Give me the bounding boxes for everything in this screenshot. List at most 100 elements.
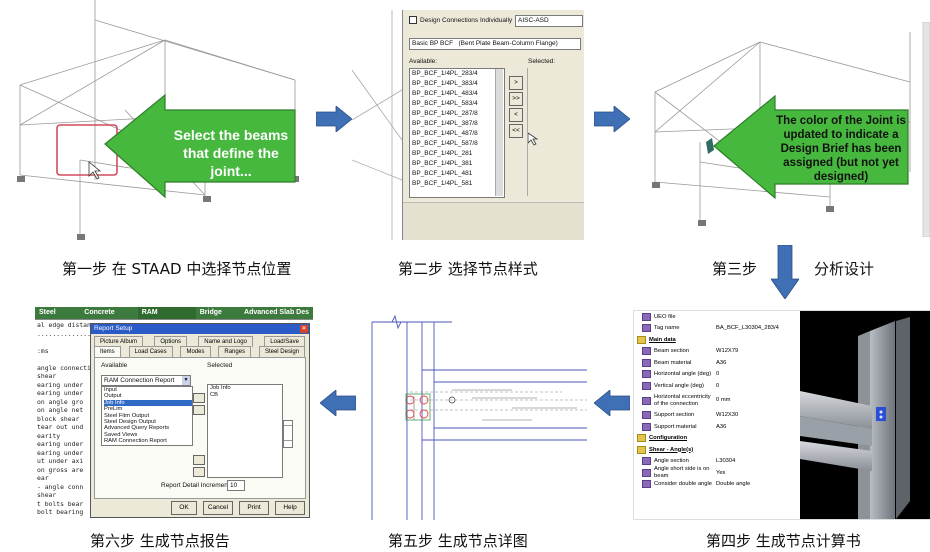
available-scrollbar[interactable] [495, 69, 503, 196]
arrow-right-1-icon [316, 106, 352, 132]
list-item[interactable]: BP_BCF_1/4PL_287/8 [412, 110, 478, 117]
table-row[interactable]: UEO file [634, 311, 799, 323]
list-item[interactable]: BP_BCF_1/4PL_381 [412, 160, 473, 167]
tab-modes[interactable]: Modes [180, 346, 211, 357]
property-value: 0 [716, 382, 720, 389]
family-description: (Bent Plate Beam-Column Flange) [458, 40, 558, 47]
tab-steel-design[interactable]: Steel Design [258, 346, 305, 357]
arrow-left-1-icon [594, 390, 630, 416]
property-icon [642, 411, 651, 420]
cancel-button[interactable]: Cancel [203, 501, 233, 515]
list-item[interactable]: BP_BCF_1/4PL_481 [412, 170, 473, 177]
list-item[interactable]: Saved Views [104, 431, 138, 438]
selected-list[interactable] [527, 68, 580, 196]
tab-options[interactable]: Options [154, 336, 187, 347]
property-name: Support material [654, 423, 697, 430]
remove-button[interactable]: < [509, 108, 523, 122]
list-item[interactable]: BP_BCF_1/4PL_281 [412, 150, 473, 157]
property-icon [642, 457, 651, 466]
connection-3d-view [800, 311, 930, 519]
ribbon-tab[interactable]: Bridge Deck [195, 307, 241, 328]
report-line: on angle gro [37, 397, 84, 406]
list-item[interactable]: BP_BCF_1/4PL_583/4 [412, 100, 478, 107]
list-item[interactable]: Steel Design Output [104, 419, 156, 426]
reorder-scroll[interactable] [283, 420, 293, 448]
cursor-icon [88, 161, 102, 180]
tab-name-logo[interactable]: Name and Logo [198, 336, 253, 347]
ribbon-tab[interactable]: Concrete Design [80, 307, 138, 328]
move-all-button[interactable] [193, 455, 205, 465]
table-row[interactable]: Main data [634, 334, 799, 346]
print-button[interactable]: Print [239, 501, 269, 515]
arrow-left-2-icon [320, 390, 356, 416]
design-individually-label: Design Connections Individually [420, 16, 513, 24]
list-item[interactable]: BP_BCF_1/4PL_581 [412, 180, 473, 187]
ok-button[interactable]: OK [171, 501, 197, 515]
report-line: earing under [37, 389, 84, 397]
report-line: t bolts bear [37, 499, 84, 508]
list-item[interactable]: Steel Fitm Output [104, 412, 150, 419]
table-row[interactable]: Horizontal eccentricity of the connectio… [634, 392, 799, 410]
list-item[interactable]: CB [210, 392, 219, 398]
list-item[interactable]: BP_BCF_1/4PL_487/8 [412, 130, 478, 137]
remove-all-button[interactable] [193, 467, 205, 477]
help-button[interactable]: Help [275, 501, 305, 515]
ribbon-tab[interactable]: Steel Design [35, 307, 81, 328]
step5-detail-drawing [371, 314, 587, 520]
updated-joint-marker [706, 138, 714, 154]
tab-picture-album[interactable]: Picture Album [94, 336, 144, 347]
report-type-combo[interactable]: RAM Connection Report ▼ [101, 375, 191, 386]
list-item[interactable]: Advanced Query Reports [104, 425, 170, 432]
increments-input[interactable]: 10 [227, 480, 245, 491]
ribbon-tab[interactable]: Advanced Slab Des [240, 307, 313, 319]
remove-all-button[interactable]: << [509, 124, 523, 138]
list-item[interactable]: PreLim [104, 406, 123, 413]
list-item[interactable]: BP_BCF_1/4PL_387/8 [412, 120, 478, 127]
property-name: Shear - Angle(s) [649, 446, 694, 453]
add-all-button[interactable]: >> [509, 92, 523, 106]
table-row[interactable]: Shear - Angle(s) [634, 444, 799, 456]
family-combo[interactable]: Basic BP BCF (Bent Plate Beam-Column Fla… [409, 38, 581, 50]
property-name: Consider double angle [654, 481, 713, 487]
available-list[interactable]: BP_BCF_1/4PL_283/4 BP_BCF_1/4PL_383/4 BP… [409, 68, 505, 198]
tab-ranges[interactable]: Ranges [218, 346, 252, 357]
list-item[interactable]: BP_BCF_1/4PL_483/4 [412, 90, 478, 97]
available-options-list[interactable]: Input Output Job Info PreLim Steel Fitm … [101, 386, 193, 446]
tab-load-cases[interactable]: Load Cases [128, 346, 173, 357]
report-line: earing under [37, 440, 84, 448]
ribbon-tab[interactable]: RAM Connection [137, 307, 196, 328]
move-right-button[interactable] [193, 393, 205, 403]
list-item[interactable]: Output [104, 393, 122, 400]
code-combo[interactable]: AISC-ASD [515, 15, 583, 27]
design-individually-checkbox[interactable]: Design Connections Individually [409, 16, 512, 24]
list-item[interactable]: RAM Connection Report [104, 438, 167, 445]
property-icon [642, 480, 651, 489]
tab-items[interactable]: Items [94, 346, 121, 357]
selected-items-list[interactable]: Job Info CB [207, 384, 283, 478]
list-item[interactable]: BP_BCF_1/4PL_283/4 [412, 70, 478, 77]
property-name: Main data [649, 336, 676, 343]
close-icon[interactable]: ✕ [300, 325, 308, 333]
table-row[interactable]: Horizontal angle (deg)0 [634, 369, 799, 381]
property-icon [642, 347, 651, 356]
move-left-button[interactable] [193, 405, 205, 415]
list-item[interactable]: BP_BCF_1/4PL_383/4 [412, 80, 478, 87]
chevron-down-icon[interactable]: ▼ [182, 376, 190, 385]
tab-load-save[interactable]: Load/Save [264, 336, 305, 347]
report-line: on angle net [37, 406, 84, 414]
add-button[interactable]: > [509, 76, 523, 90]
list-item[interactable]: BP_BCF_1/4PL_587/8 [412, 140, 478, 147]
step3-panel: The color of the Joint is updated to ind… [640, 22, 930, 237]
table-row[interactable]: Configuration [634, 433, 799, 445]
table-row[interactable]: Vertical angle (deg)0 [634, 380, 799, 392]
list-item[interactable]: Job Info [104, 399, 192, 407]
list-item[interactable]: Input [104, 387, 117, 393]
